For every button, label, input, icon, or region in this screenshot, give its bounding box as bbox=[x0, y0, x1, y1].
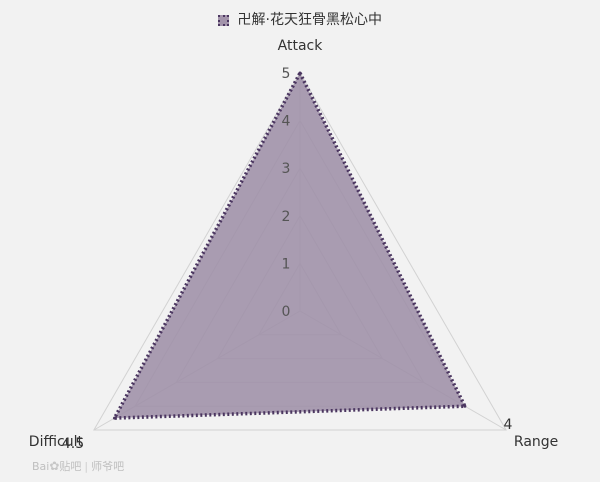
chart-legend[interactable]: 卍解·花天狂骨黑松心中 bbox=[0, 9, 600, 29]
watermark-extra: 师爷吧 bbox=[91, 460, 125, 473]
watermark-separator: | bbox=[84, 460, 89, 473]
watermark-sub: 贴吧 bbox=[59, 460, 82, 473]
data-point-0[interactable] bbox=[298, 71, 302, 75]
value-label-1: 4 bbox=[504, 417, 513, 433]
tick-label-5: 5 bbox=[282, 66, 291, 82]
axis-label-attack: Attack bbox=[278, 38, 324, 54]
tick-label-2: 2 bbox=[282, 209, 291, 225]
tick-label-4: 4 bbox=[282, 114, 291, 130]
tick-label-3: 3 bbox=[282, 161, 291, 177]
value-label-2: 4.5 bbox=[62, 436, 84, 452]
series-area-0[interactable] bbox=[111, 69, 468, 420]
tick-label-1: 1 bbox=[282, 256, 291, 272]
baidu-watermark: Bai✿贴吧|师爷吧 bbox=[32, 458, 124, 474]
watermark-brand: Bai bbox=[32, 460, 50, 473]
grid-ring-5 bbox=[93, 71, 507, 431]
data-point-2[interactable] bbox=[112, 416, 116, 420]
axis-label-range: Range bbox=[514, 434, 558, 450]
data-point-1[interactable] bbox=[463, 404, 467, 408]
axis-label-difficult: Difficult bbox=[29, 434, 84, 450]
paw-icon: ✿ bbox=[49, 459, 60, 473]
tick-label-0: 0 bbox=[282, 304, 291, 320]
legend-swatch-icon bbox=[218, 15, 230, 26]
legend-label: 卍解·花天狂骨黑松心中 bbox=[237, 12, 382, 28]
